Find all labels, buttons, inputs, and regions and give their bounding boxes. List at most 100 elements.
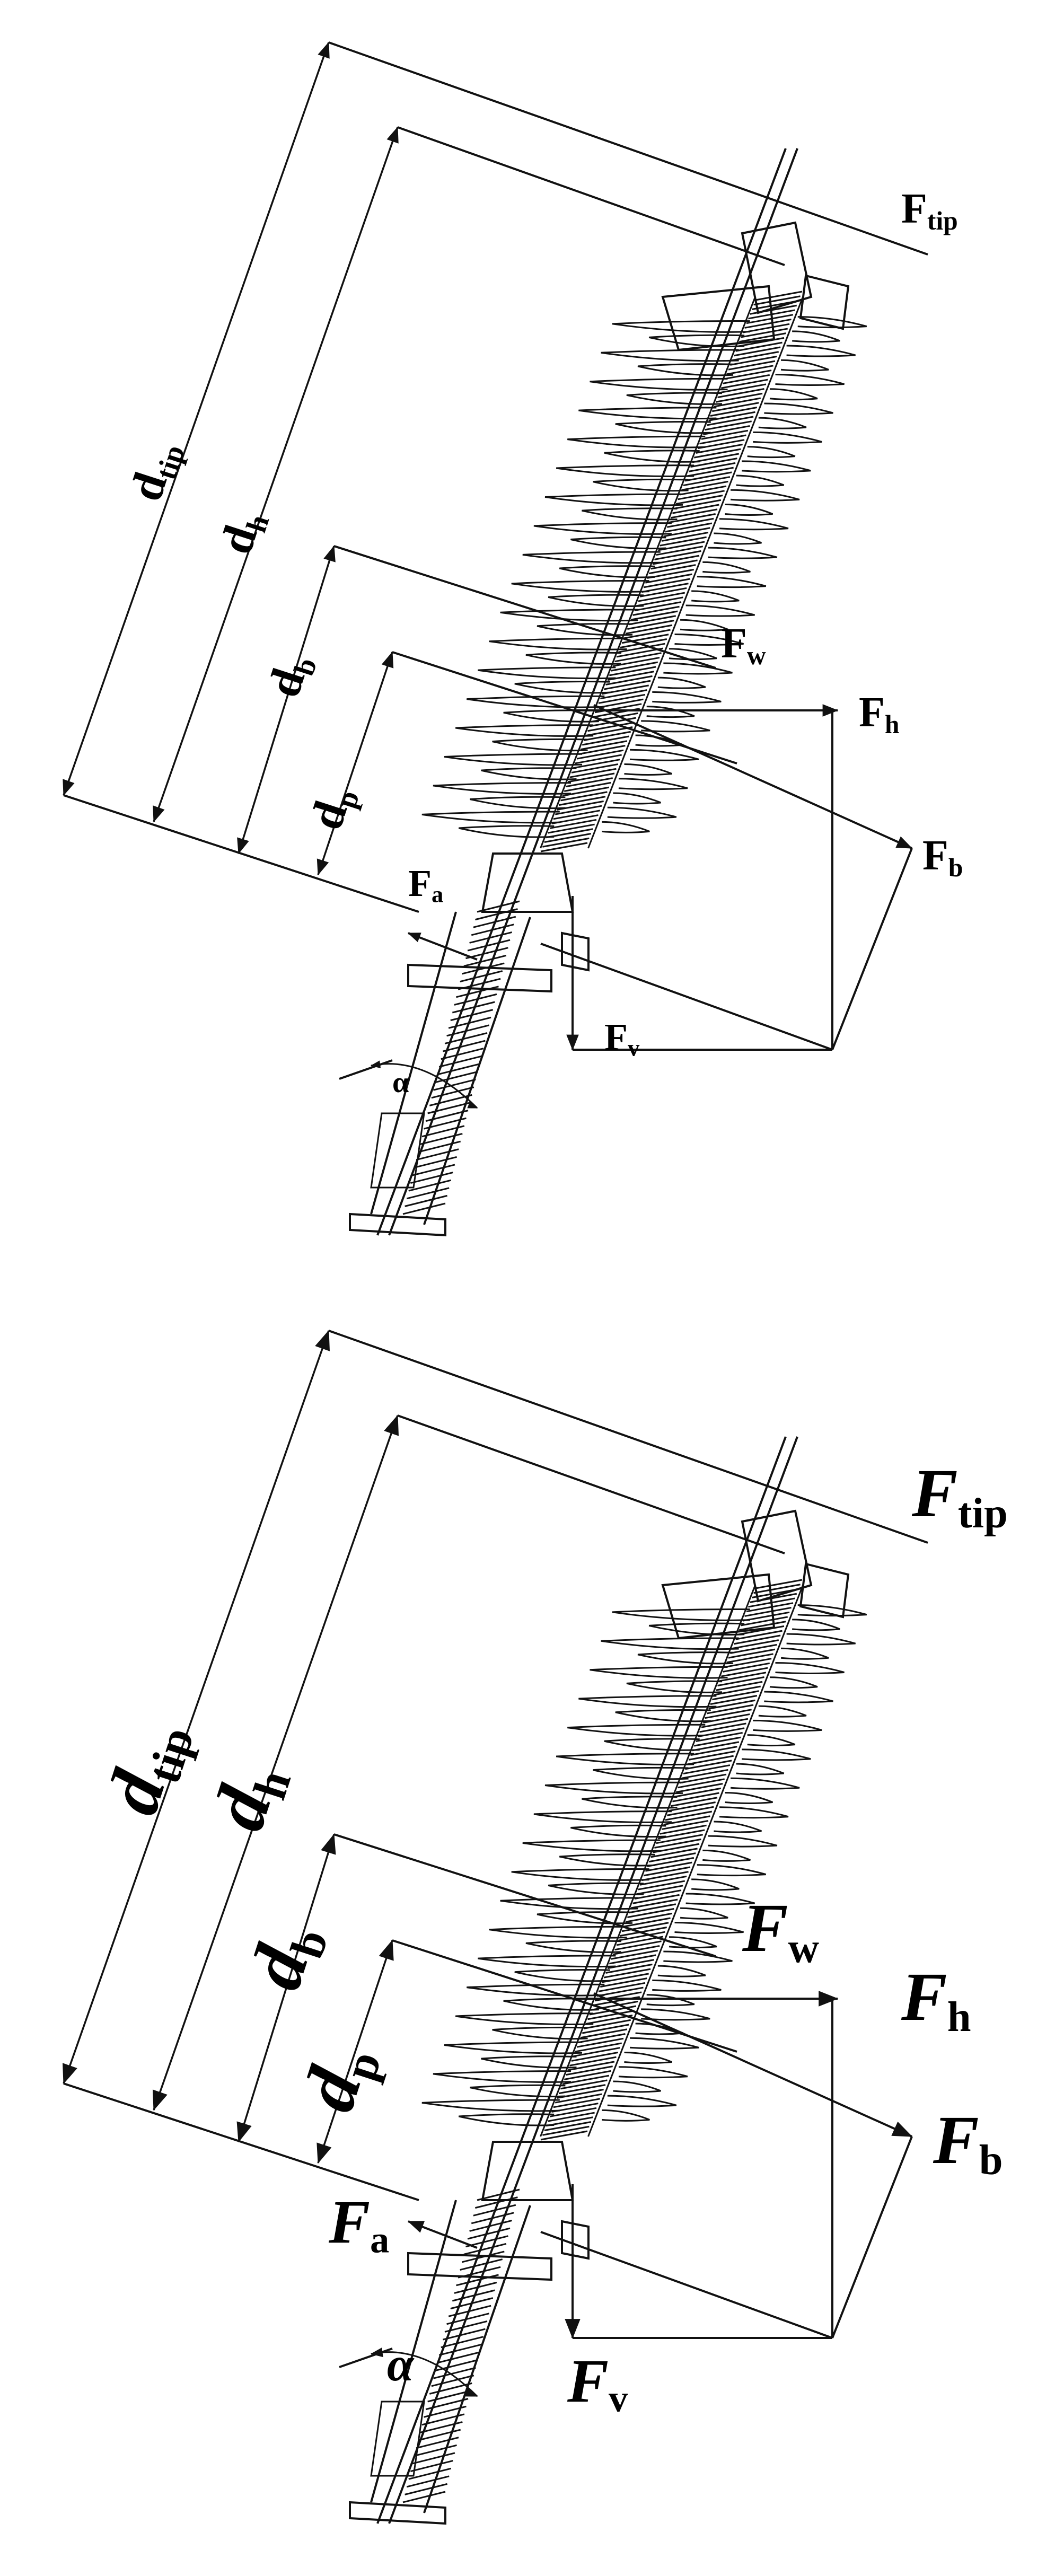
label-f-b-sub: b (979, 2137, 1003, 2184)
shed-left (604, 450, 700, 463)
alpha-arc (371, 1063, 478, 1109)
shed-left (455, 724, 594, 737)
shed-left (590, 377, 728, 391)
label-d-b: db (258, 647, 323, 704)
shed-left (556, 464, 694, 478)
p-reference-line (392, 1939, 737, 2053)
label-f-tip-main: F (901, 186, 927, 232)
shed-right (624, 2052, 673, 2064)
force-arrow-a (407, 2220, 478, 2249)
force-vectors (63, 41, 913, 1109)
lower-column (349, 2188, 531, 2525)
label-f-a: Fa (408, 862, 443, 908)
label-f-v: Fv (604, 1016, 640, 1061)
label-f-h-main: F (859, 689, 885, 736)
shed-left (544, 493, 683, 506)
insulator-sheds (421, 316, 867, 838)
shed-right (680, 1907, 728, 1920)
shed-left (626, 1680, 723, 1693)
shed-right (674, 1922, 744, 1934)
shed-left (433, 2070, 571, 2083)
shed-right (780, 1647, 829, 1660)
core-edge-left (540, 296, 756, 849)
conductor-rod-right (388, 148, 798, 1236)
shed-right (786, 1633, 856, 1646)
shed-left (511, 1868, 649, 1881)
alpha-ref-vertical (339, 2348, 393, 2368)
shed-right (641, 2008, 710, 2021)
b-reference-line (333, 1833, 716, 1957)
shed-right (629, 749, 699, 761)
shed-right (769, 388, 818, 401)
shed-right (641, 720, 710, 733)
core-edge-left (540, 1585, 756, 2137)
label-f-h: Fh (901, 1959, 971, 2041)
label-f-h-sub: h (885, 710, 900, 739)
shed-left (470, 2084, 566, 2098)
shed-left (590, 1666, 728, 1679)
label-f-tip-sub: tip (958, 1490, 1008, 1537)
shed-left (421, 811, 560, 824)
label-f-b: Fb (933, 2102, 1003, 2184)
label-f-b-main: F (922, 832, 948, 879)
shed-left (578, 1695, 717, 1708)
top-fitting (661, 1509, 850, 1640)
shed-right (669, 648, 717, 661)
shed-left (444, 2041, 583, 2054)
label-d-tip: dtip (120, 434, 191, 508)
alpha-arrow-right (467, 1101, 478, 1109)
shed-left (433, 782, 571, 795)
tip-reference-line (328, 41, 928, 256)
force-arrow-a (407, 932, 478, 961)
shed-right (780, 359, 829, 372)
shed-left (601, 349, 739, 362)
shed-left (444, 753, 583, 766)
base-reference-line (63, 794, 419, 913)
shed-right (758, 417, 807, 429)
shed-right (758, 1705, 807, 1718)
force-axial-line (540, 943, 833, 1051)
b-reference-line (333, 545, 716, 669)
shed-right (652, 691, 722, 704)
shed-left (514, 680, 610, 694)
label-f-v-sub: v (628, 1035, 640, 1061)
shed-right (730, 489, 800, 502)
shed-right (618, 778, 688, 790)
shed-right (685, 1893, 755, 1905)
shed-right (657, 676, 706, 689)
shed-left (548, 594, 644, 607)
label-f-b-sub: b (948, 853, 963, 882)
shed-left (421, 2099, 560, 2112)
shed-right (702, 1849, 751, 1862)
label-f-w-sub: w (747, 641, 766, 670)
shed-right (697, 1864, 767, 1877)
dimension-d-p (316, 1939, 394, 2164)
shed-right (753, 1719, 822, 1732)
label-f-a: Fa (328, 2188, 389, 2261)
label-f-w-sub: w (788, 1924, 819, 1972)
shed-left (458, 825, 555, 838)
shed-right (685, 604, 755, 617)
shed-left (578, 407, 717, 420)
shed-right (669, 1936, 717, 1949)
shed-left (500, 1897, 638, 1910)
shed-right (764, 402, 833, 415)
shed-left (570, 536, 666, 550)
shed-right (624, 763, 673, 776)
shed-left (604, 1738, 700, 1751)
label-f-v-sub: v (609, 2377, 628, 2420)
shed-left (593, 1766, 689, 1780)
shed-left (612, 320, 750, 333)
core-hatching (540, 291, 803, 852)
label-f-w: Fw (721, 620, 766, 670)
shed-right (663, 1950, 733, 1963)
shed-right (674, 634, 744, 646)
shed-right (702, 561, 751, 574)
shed-left (525, 1940, 622, 1953)
force-b-closure (831, 2136, 913, 2338)
shed-right (792, 330, 840, 343)
shed-left (567, 435, 706, 449)
dimension-d-tip (63, 41, 330, 796)
